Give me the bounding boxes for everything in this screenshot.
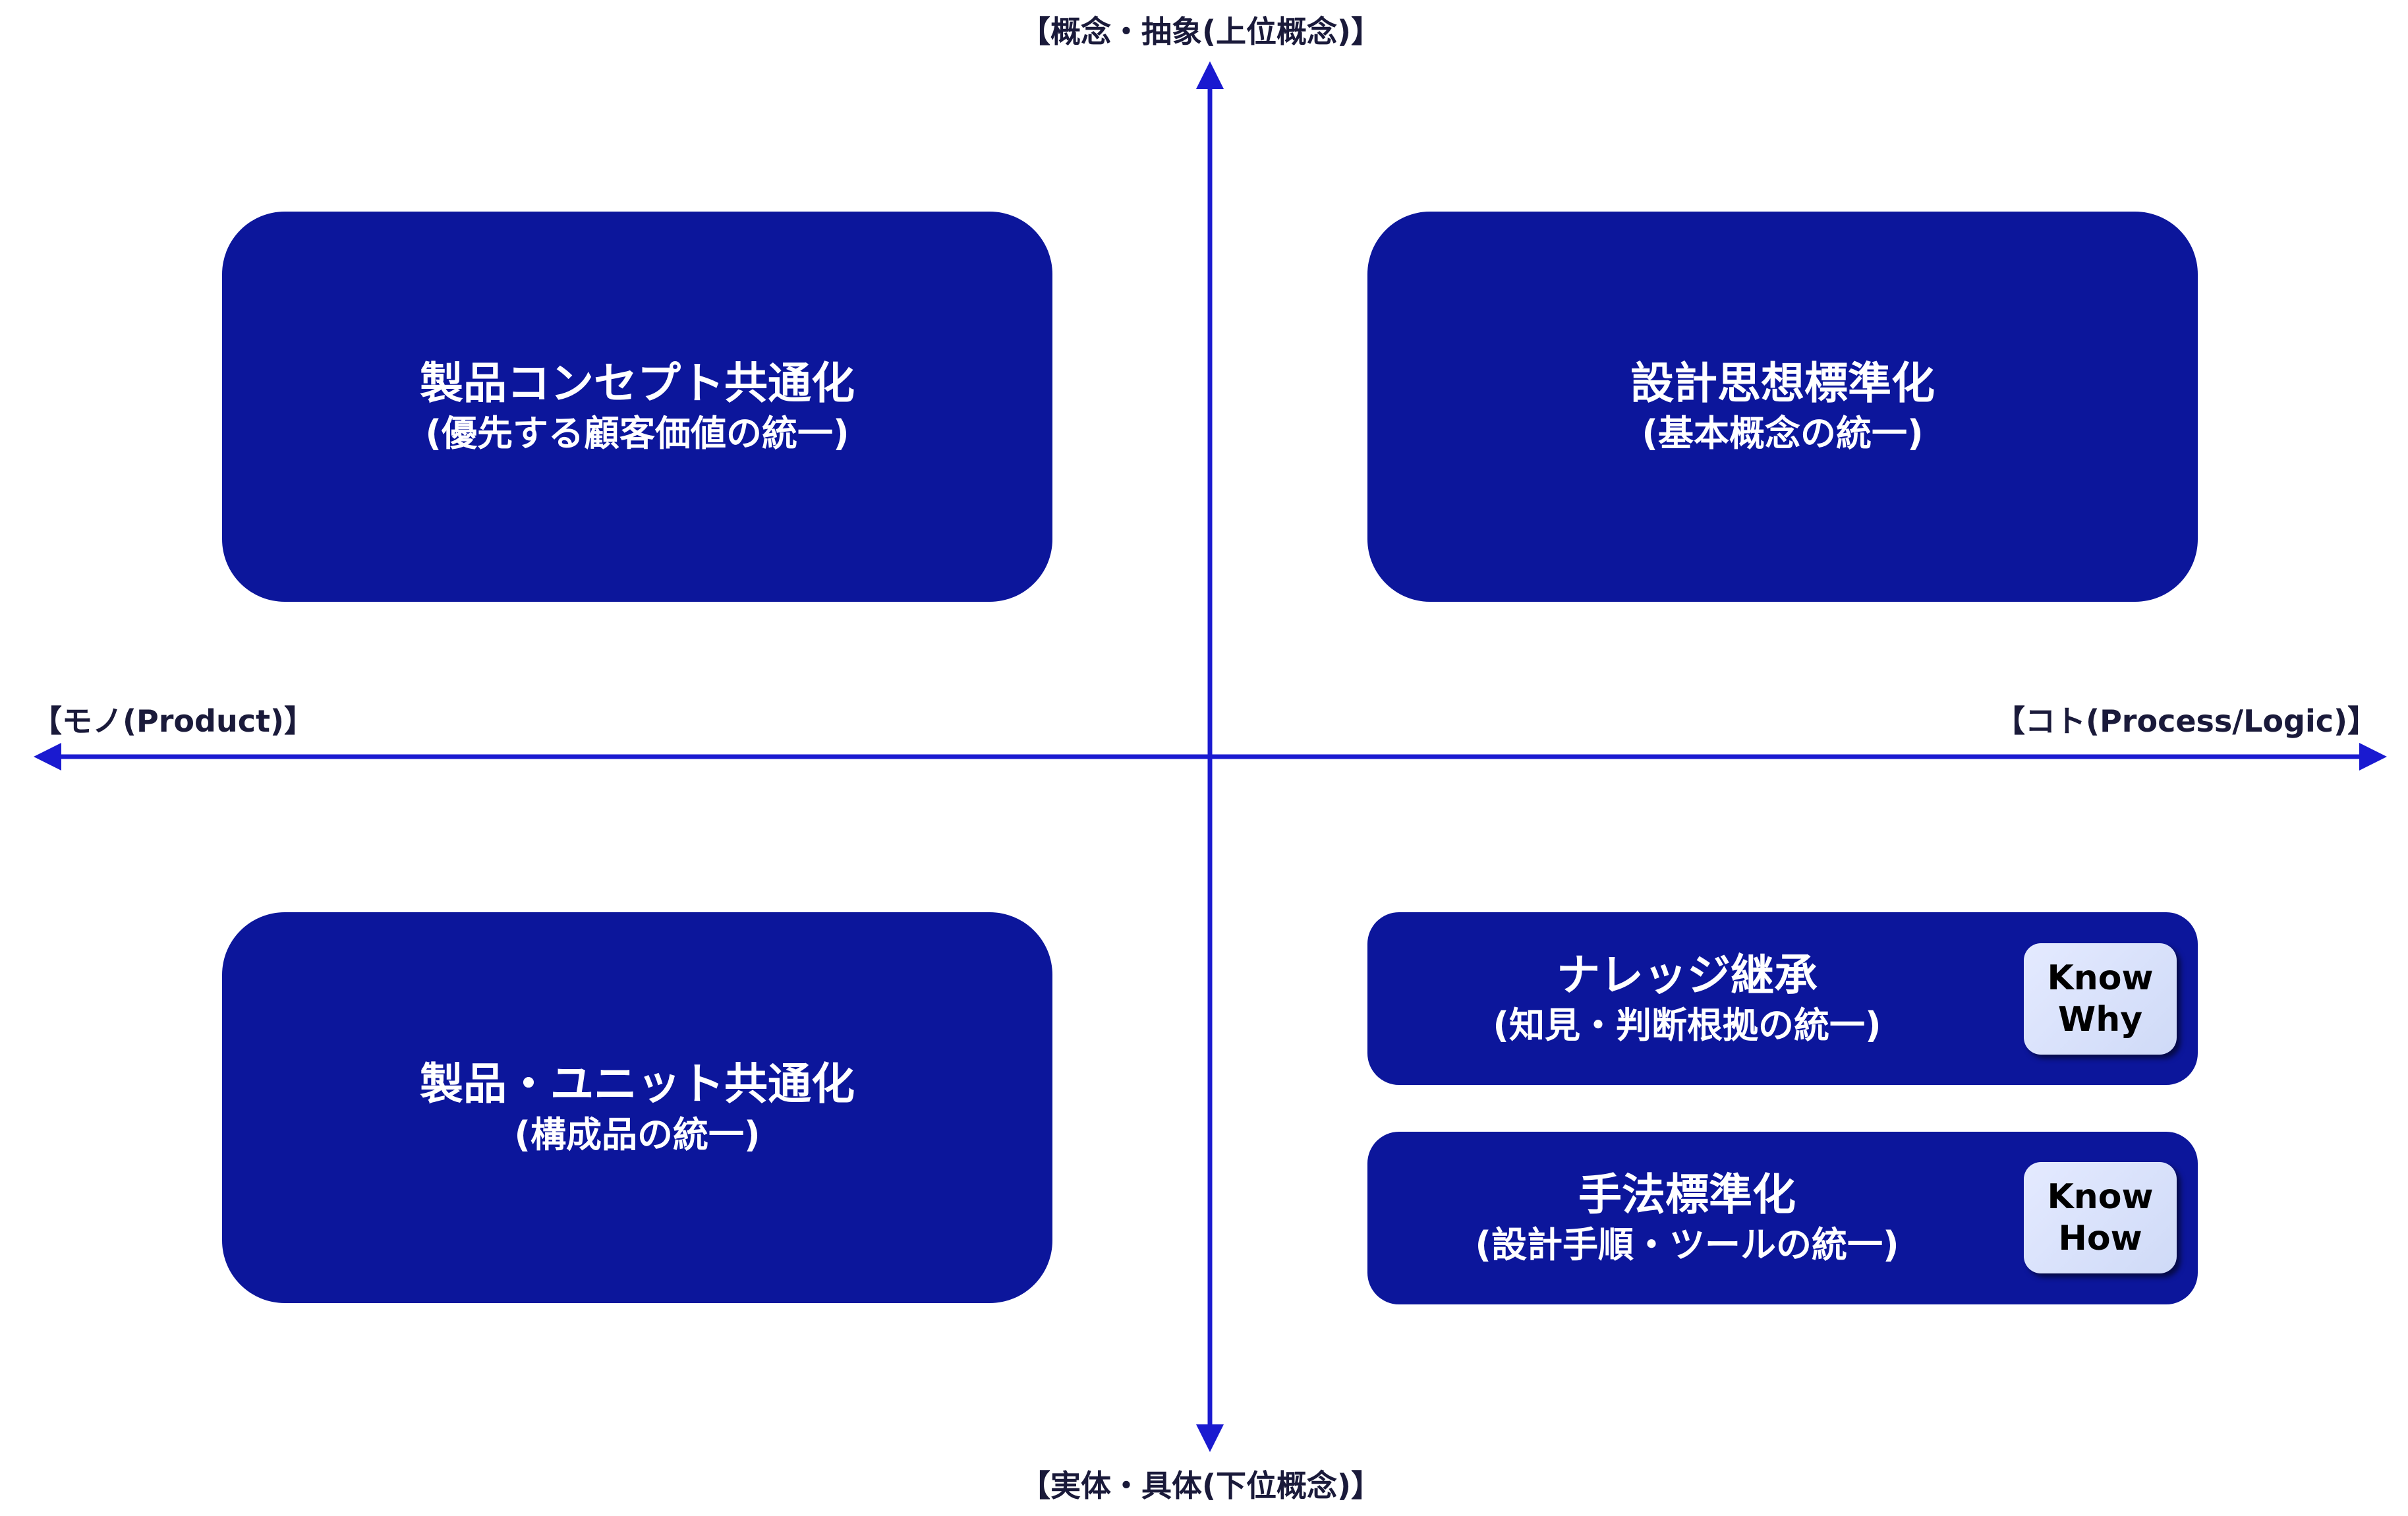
quadrant-top-left: 製品コンセプト共通化 (優先する顧客価値の統一) [222, 212, 1052, 602]
axis-label-bottom: 【実体・具体(下位概念)】 [1020, 1468, 1382, 1503]
quadrant-title: ナレッジ継承 [1557, 949, 1818, 1001]
axis-label-left: 【モノ(Product)】 [32, 703, 314, 739]
quadrant-title: 製品・ユニット共通化 [420, 1059, 855, 1110]
quadrant-title: 手法標準化 [1578, 1169, 1796, 1220]
axis-label-right: 【コト(Process/Logic)】 [1995, 703, 2378, 739]
quadrant-subtitle: (構成品の統一) [514, 1113, 760, 1155]
quadrant-top-right: 設計思想標準化 (基本概念の統一) [1367, 212, 2198, 602]
axis-label-top: 【概念・抽象(上位概念)】 [1020, 14, 1382, 49]
quadrant-subtitle: (設計手順・ツールの統一) [1475, 1224, 1899, 1266]
quadrant-subtitle: (優先する顧客価値の統一) [425, 413, 849, 455]
quadrant-subtitle: (知見・判断根拠の統一) [1493, 1005, 1881, 1047]
badge-line: Know [2047, 958, 2154, 999]
know-why-badge: Know Why [2024, 943, 2177, 1055]
quadrant-title: 製品コンセプト共通化 [420, 357, 855, 409]
badge-line: Why [2057, 999, 2143, 1039]
quadrant-bottom-left: 製品・ユニット共通化 (構成品の統一) [222, 912, 1052, 1303]
badge-line: How [2058, 1218, 2142, 1258]
badge-line: Know [2047, 1177, 2154, 1217]
quadrant-title: 設計思想標準化 [1630, 357, 1935, 409]
know-how-badge: Know How [2024, 1162, 2177, 1273]
quadrant-bottom-right-upper: ナレッジ継承 (知見・判断根拠の統一) Know Why [1367, 912, 2198, 1085]
quadrant-subtitle: (基本概念の統一) [1642, 413, 1924, 455]
quadrant-bottom-right-lower: 手法標準化 (設計手順・ツールの統一) Know How [1367, 1132, 2198, 1304]
